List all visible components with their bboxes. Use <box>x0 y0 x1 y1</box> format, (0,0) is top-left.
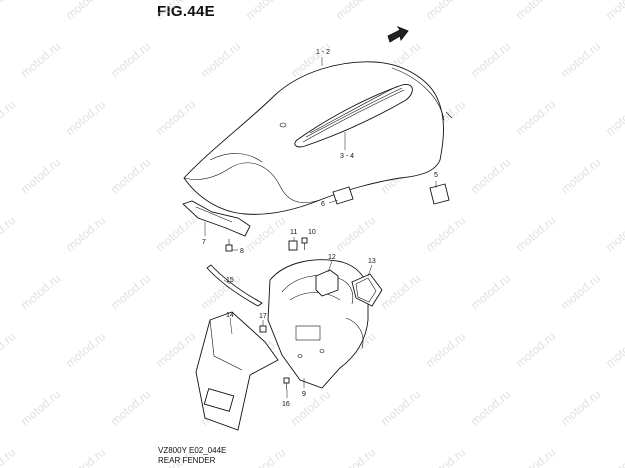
watermark-text: motod.ru <box>108 387 153 428</box>
watermark-text: motod.ru <box>423 213 468 254</box>
watermark-text: motod.ru <box>513 445 558 468</box>
callout-17: 17 <box>259 313 267 320</box>
watermark-text: motod.ru <box>468 155 513 196</box>
watermark-text: motod.ru <box>468 387 513 428</box>
callout-1-2: 1 - 2 <box>316 49 330 56</box>
callout-8: 8 <box>240 248 244 255</box>
watermark-text: motod.ru <box>558 271 603 312</box>
fender-trim-strip <box>294 84 413 148</box>
watermark-text: motod.ru <box>603 329 625 370</box>
watermark-text: motod.ru <box>468 271 513 312</box>
callout-16: 16 <box>282 401 290 408</box>
mud-flap-14 <box>195 311 279 431</box>
diagram-code: VZ800Y E02_044E <box>158 446 227 455</box>
watermark-text: motod.ru <box>378 271 423 312</box>
cushion-pad-6 <box>332 186 354 205</box>
watermark-text: motod.ru <box>153 97 198 138</box>
watermark-text: motod.ru <box>558 39 603 80</box>
callout-7: 7 <box>202 239 206 246</box>
watermark-text: motod.ru <box>108 271 153 312</box>
watermark-text: motod.ru <box>333 213 378 254</box>
callout-10: 10 <box>308 229 316 236</box>
watermark-text: motod.ru <box>603 445 625 468</box>
watermark-text: motod.ru <box>378 387 423 428</box>
watermark-text: motod.ru <box>558 155 603 196</box>
watermark-text: motod.ru <box>18 387 63 428</box>
watermark-text: motod.ru <box>0 445 18 468</box>
watermark-text: motod.ru <box>0 329 18 370</box>
watermark-text: motod.ru <box>108 155 153 196</box>
leader-lines <box>204 57 437 398</box>
callout-15: 15 <box>226 277 234 284</box>
reflector-13 <box>351 273 383 307</box>
watermark-text: motod.ru <box>153 213 198 254</box>
watermark-text: motod.ru <box>423 329 468 370</box>
clip-11 <box>288 240 298 251</box>
watermark-text: motod.ru <box>63 97 108 138</box>
reflector-5 <box>429 183 450 205</box>
watermark-text: motod.ru <box>243 445 288 468</box>
watermark-text: motod.ru <box>0 213 18 254</box>
watermark-text: motod.ru <box>243 213 288 254</box>
watermark-text: motod.ru <box>63 445 108 468</box>
watermark-text: motod.ru <box>18 271 63 312</box>
watermark-text: motod.ru <box>18 39 63 80</box>
watermark-text: motod.ru <box>0 0 18 22</box>
watermark-text: motod.ru <box>333 0 378 22</box>
watermark-text: motod.ru <box>108 39 153 80</box>
watermark-text: motod.ru <box>513 329 558 370</box>
callout-6: 6 <box>321 201 325 208</box>
watermark-text: motod.ru <box>603 97 625 138</box>
bracket-stay-12 <box>315 269 339 297</box>
watermark-text: motod.ru <box>63 329 108 370</box>
watermark-text: motod.ru <box>153 0 198 22</box>
screw-16 <box>283 377 290 390</box>
watermark-text: motod.ru <box>0 97 18 138</box>
callout-13: 13 <box>368 258 376 265</box>
front-direction-arrow-icon <box>387 26 409 43</box>
watermark-text: motod.ru <box>603 213 625 254</box>
watermark-text: motod.ru <box>63 0 108 22</box>
callout-3-4: 3 - 4 <box>340 153 354 160</box>
screw-10 <box>301 237 308 250</box>
callout-5: 5 <box>434 172 438 179</box>
watermark-text: motod.ru <box>333 445 378 468</box>
callout-14: 14 <box>226 312 234 319</box>
callout-11: 11 <box>290 229 297 236</box>
watermark-text: motod.ru <box>18 155 63 196</box>
bolt-8 <box>225 239 233 252</box>
watermark-text: motod.ru <box>153 329 198 370</box>
callout-12: 12 <box>328 254 336 261</box>
nut-17 <box>259 325 267 333</box>
watermark-text: motod.ru <box>423 445 468 468</box>
watermark-text: motod.ru <box>513 0 558 22</box>
figure-title: FIG.44E <box>157 3 215 20</box>
watermark-text: motod.ru <box>63 213 108 254</box>
watermark-text: motod.ru <box>243 0 288 22</box>
watermark-text: motod.ru <box>423 0 468 22</box>
watermark-text: motod.ru <box>198 39 243 80</box>
diagram-caption: REAR FENDER <box>158 456 216 465</box>
watermark-text: motod.ru <box>513 213 558 254</box>
trim-strip-15 <box>206 264 263 307</box>
watermark-text: motod.ru <box>513 97 558 138</box>
watermark-text: motod.ru <box>603 0 625 22</box>
watermark-text: motod.ru <box>288 387 333 428</box>
callout-9: 9 <box>302 391 306 398</box>
watermark-text: motod.ru <box>468 39 513 80</box>
watermark-text: motod.ru <box>558 387 603 428</box>
front-bracket-7 <box>182 200 251 237</box>
callouts: 1 - 2 3 - 4 5 6 7 8 9 10 11 12 13 14 15 … <box>202 49 438 408</box>
